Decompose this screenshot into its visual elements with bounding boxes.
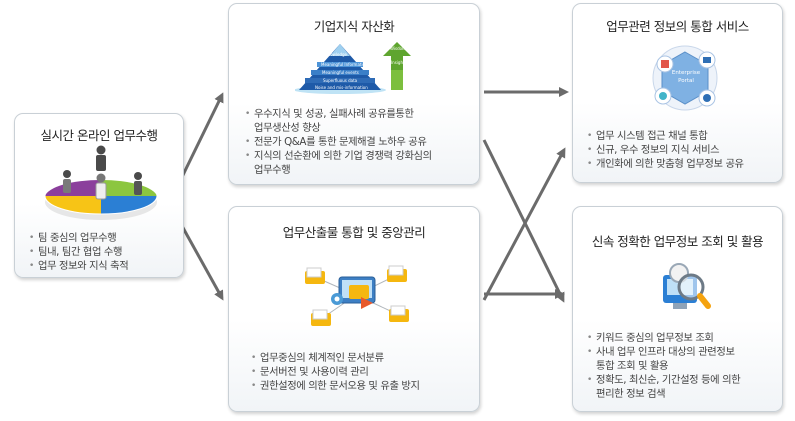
arrow-realtime-to-knowledge xyxy=(180,92,224,178)
realtime-card: 실시간 온라인 업무수행 팀 중심의 업무수행 팀내, 팀간 협업 수행 업무 … xyxy=(14,113,184,278)
realtime-list: 팀 중심의 업무수행 팀내, 팀간 협업 수행 업무 정보와 지식 축적 xyxy=(29,231,129,273)
search-card: 신속 정확한 업무정보 조회 및 활용 키워드 중심의 업무정보 조회 사내 업… xyxy=(572,206,783,412)
pyramid-label-meaningful-events: Meaningful events xyxy=(322,70,359,75)
document-management-illustration xyxy=(305,265,409,326)
arrow-output-to-integrated xyxy=(482,147,566,301)
side-label-wisdom: Wisdom xyxy=(390,46,406,51)
pyramid-label-knowledge: Knowledge xyxy=(325,52,347,57)
arrow-realtime-to-output xyxy=(180,225,224,301)
list-item: 정확도, 최신순, 기간설정 등에 의한 xyxy=(587,373,741,387)
output-list: 업무중심의 체계적인 문서분류 문서버전 및 사용이력 관리 권한설정에 의한 … xyxy=(251,351,420,393)
knowledge-card: 기업지식 자산화 Knowledge Meaningful Informatio… xyxy=(228,3,480,185)
list-item: 팀내, 팀간 협업 수행 xyxy=(29,245,128,259)
integrated-card: 업무관련 정보의 통합 서비스 Enterprise Portal 업무 시스템… xyxy=(572,3,783,183)
pyramid-label-meaningful-information: Meaningful Information xyxy=(321,62,368,67)
folder-icon xyxy=(305,265,409,326)
list-item: 업무 시스템 접근 채널 통합 xyxy=(587,129,744,143)
pyramid-label-superfluous-data: Superfluous data xyxy=(323,78,358,83)
list-item: 신규, 우수 정보의 지식 서비스 xyxy=(587,143,744,157)
knowledge-pyramid-illustration: Knowledge Meaningful Information Meaning… xyxy=(295,40,417,94)
integrated-title: 업무관련 정보의 통합 서비스 xyxy=(606,19,749,34)
search-list: 키워드 중심의 업무정보 조회 사내 업무 인프라 대상의 관련정보 통합 조회… xyxy=(587,331,741,401)
list-item-continuation: 업무생산성 향상 xyxy=(254,122,321,134)
list-item: 팀 중심의 업무수행 xyxy=(29,231,128,245)
team-collaboration-illustration xyxy=(44,145,158,220)
side-label-insight: Insight xyxy=(391,60,405,65)
output-title: 업무산출물 통합 및 중앙관리 xyxy=(282,225,426,240)
arrow-knowledge-to-search xyxy=(482,139,565,303)
realtime-title: 실시간 온라인 업무수행 xyxy=(40,128,158,143)
list-item: 사내 업무 인프라 대상의 관련정보 xyxy=(587,345,740,359)
portal-label-enterprise: Enterprise xyxy=(671,70,701,76)
knowledge-list: 우수지식 및 성공, 실패사례 공유를통한 업무생산성 향상 전문가 Q&A를 … xyxy=(245,107,432,177)
list-item: 키워드 중심의 업무정보 조회 xyxy=(587,331,740,345)
search-title: 신속 정확한 업무정보 조회 및 활용 xyxy=(591,234,764,249)
output-card: 업무산출물 통합 및 중앙관리 업무중심의 체계적인 문서분류 문서버전 및 사… xyxy=(228,206,480,412)
knowledge-title: 기업지식 자산화 xyxy=(313,19,395,34)
list-item: 권한설정에 의한 문서오용 및 유출 방지 xyxy=(251,379,420,393)
list-item-continuation: 업무수행 xyxy=(254,164,291,176)
list-item: 문서버전 및 사용이력 관리 xyxy=(251,365,420,379)
list-item: 개인화에 의한 맞춤형 업무정보 공유 xyxy=(587,157,744,171)
list-item: 전문가 Q&A를 통한 문제해결 노하우 공유 xyxy=(245,135,432,149)
list-item: 우수지식 및 성공, 실패사례 공유를통한 xyxy=(245,107,432,121)
list-item: 지식의 선순환에 의한 기업 경쟁력 강화심의 xyxy=(245,149,432,163)
pyramid-label-noise: Noise and mis-information xyxy=(315,85,368,90)
portal-label-portal: Portal xyxy=(678,78,694,84)
search-magnifier-illustration xyxy=(663,263,711,309)
list-item-continuation: 통합 조회 및 활용 xyxy=(596,360,669,372)
list-item: 업무 정보와 지식 축적 xyxy=(29,259,129,273)
list-item: 업무중심의 체계적인 문서분류 xyxy=(251,351,420,365)
enterprise-portal-illustration: Enterprise Portal xyxy=(645,38,725,118)
list-item-continuation: 편리한 정보 검색 xyxy=(596,388,666,400)
integrated-list: 업무 시스템 접근 채널 통합 신규, 우수 정보의 지식 서비스 개인화에 의… xyxy=(587,129,744,171)
